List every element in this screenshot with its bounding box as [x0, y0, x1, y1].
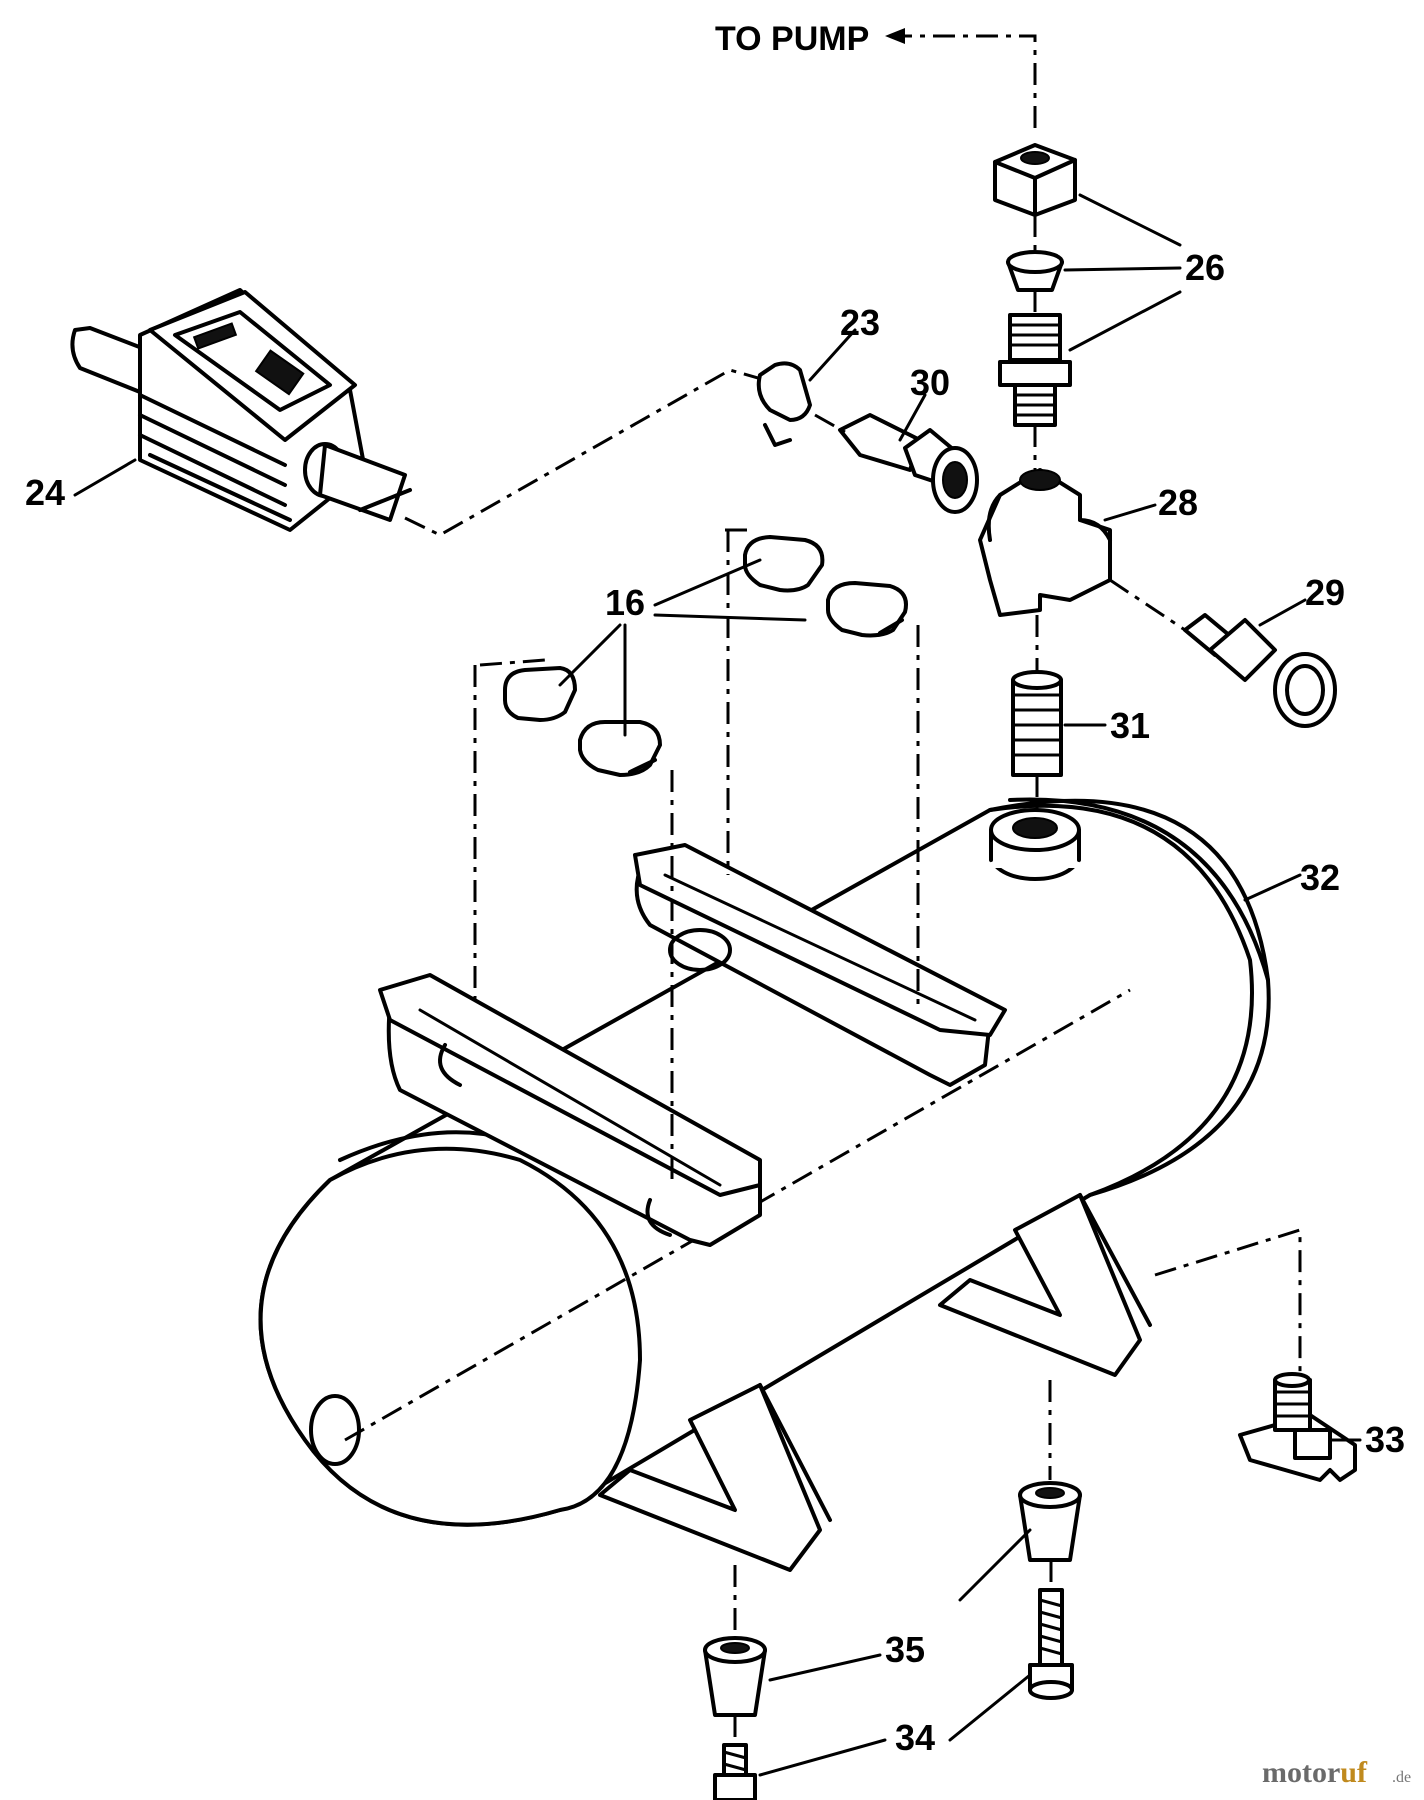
to-pump-label: TO PUMP [715, 20, 869, 58]
label-24: 24 [25, 472, 65, 513]
label-33: 33 [1365, 1419, 1405, 1460]
air-tank [258, 797, 1271, 1527]
clamp [756, 361, 812, 447]
rubber-foot-rear [1018, 1481, 1082, 1562]
nut [993, 143, 1077, 217]
label-31: 31 [1110, 705, 1150, 746]
label-16: 16 [605, 582, 645, 623]
unloader-fitting [838, 413, 979, 514]
tube-connector [998, 313, 1072, 427]
label-28: 28 [1158, 482, 1198, 523]
pad-4 [826, 581, 908, 638]
pad-3 [743, 535, 825, 593]
watermark: motoruf .de [1262, 1756, 1411, 1789]
nipple [1011, 670, 1063, 777]
label-34: 34 [895, 1717, 935, 1758]
rear-leg [938, 1193, 1152, 1377]
to-pump-arrow [885, 28, 1037, 128]
front-leg [598, 1383, 832, 1572]
pad-2 [578, 720, 662, 777]
label-23: 23 [840, 302, 880, 343]
rear-bracket [633, 843, 1007, 1087]
screw-front [713, 1743, 757, 1800]
front-bracket [378, 973, 762, 1247]
label-26: 26 [1185, 247, 1225, 288]
ferrule [1006, 250, 1064, 292]
svg-text:motoruf: motoruf [1262, 1756, 1368, 1789]
pad-1 [503, 666, 577, 722]
leader-lines [73, 193, 1362, 1777]
pressure-switch [70, 288, 412, 532]
label-35: 35 [885, 1629, 925, 1670]
cross-fitting [978, 468, 1112, 617]
screw-rear [1028, 1588, 1074, 1700]
watermark-brand-part2: uf [1340, 1756, 1368, 1789]
safety-valve [1183, 613, 1337, 728]
watermark-brand-part1: motor [1262, 1756, 1340, 1789]
watermark-suffix: .de [1392, 1769, 1411, 1786]
tank-bung [989, 808, 1081, 881]
drain-valve [1238, 1372, 1357, 1482]
label-32: 32 [1300, 857, 1340, 898]
rubber-foot-front [703, 1636, 767, 1717]
label-30: 30 [910, 362, 950, 403]
label-29: 29 [1305, 572, 1345, 613]
